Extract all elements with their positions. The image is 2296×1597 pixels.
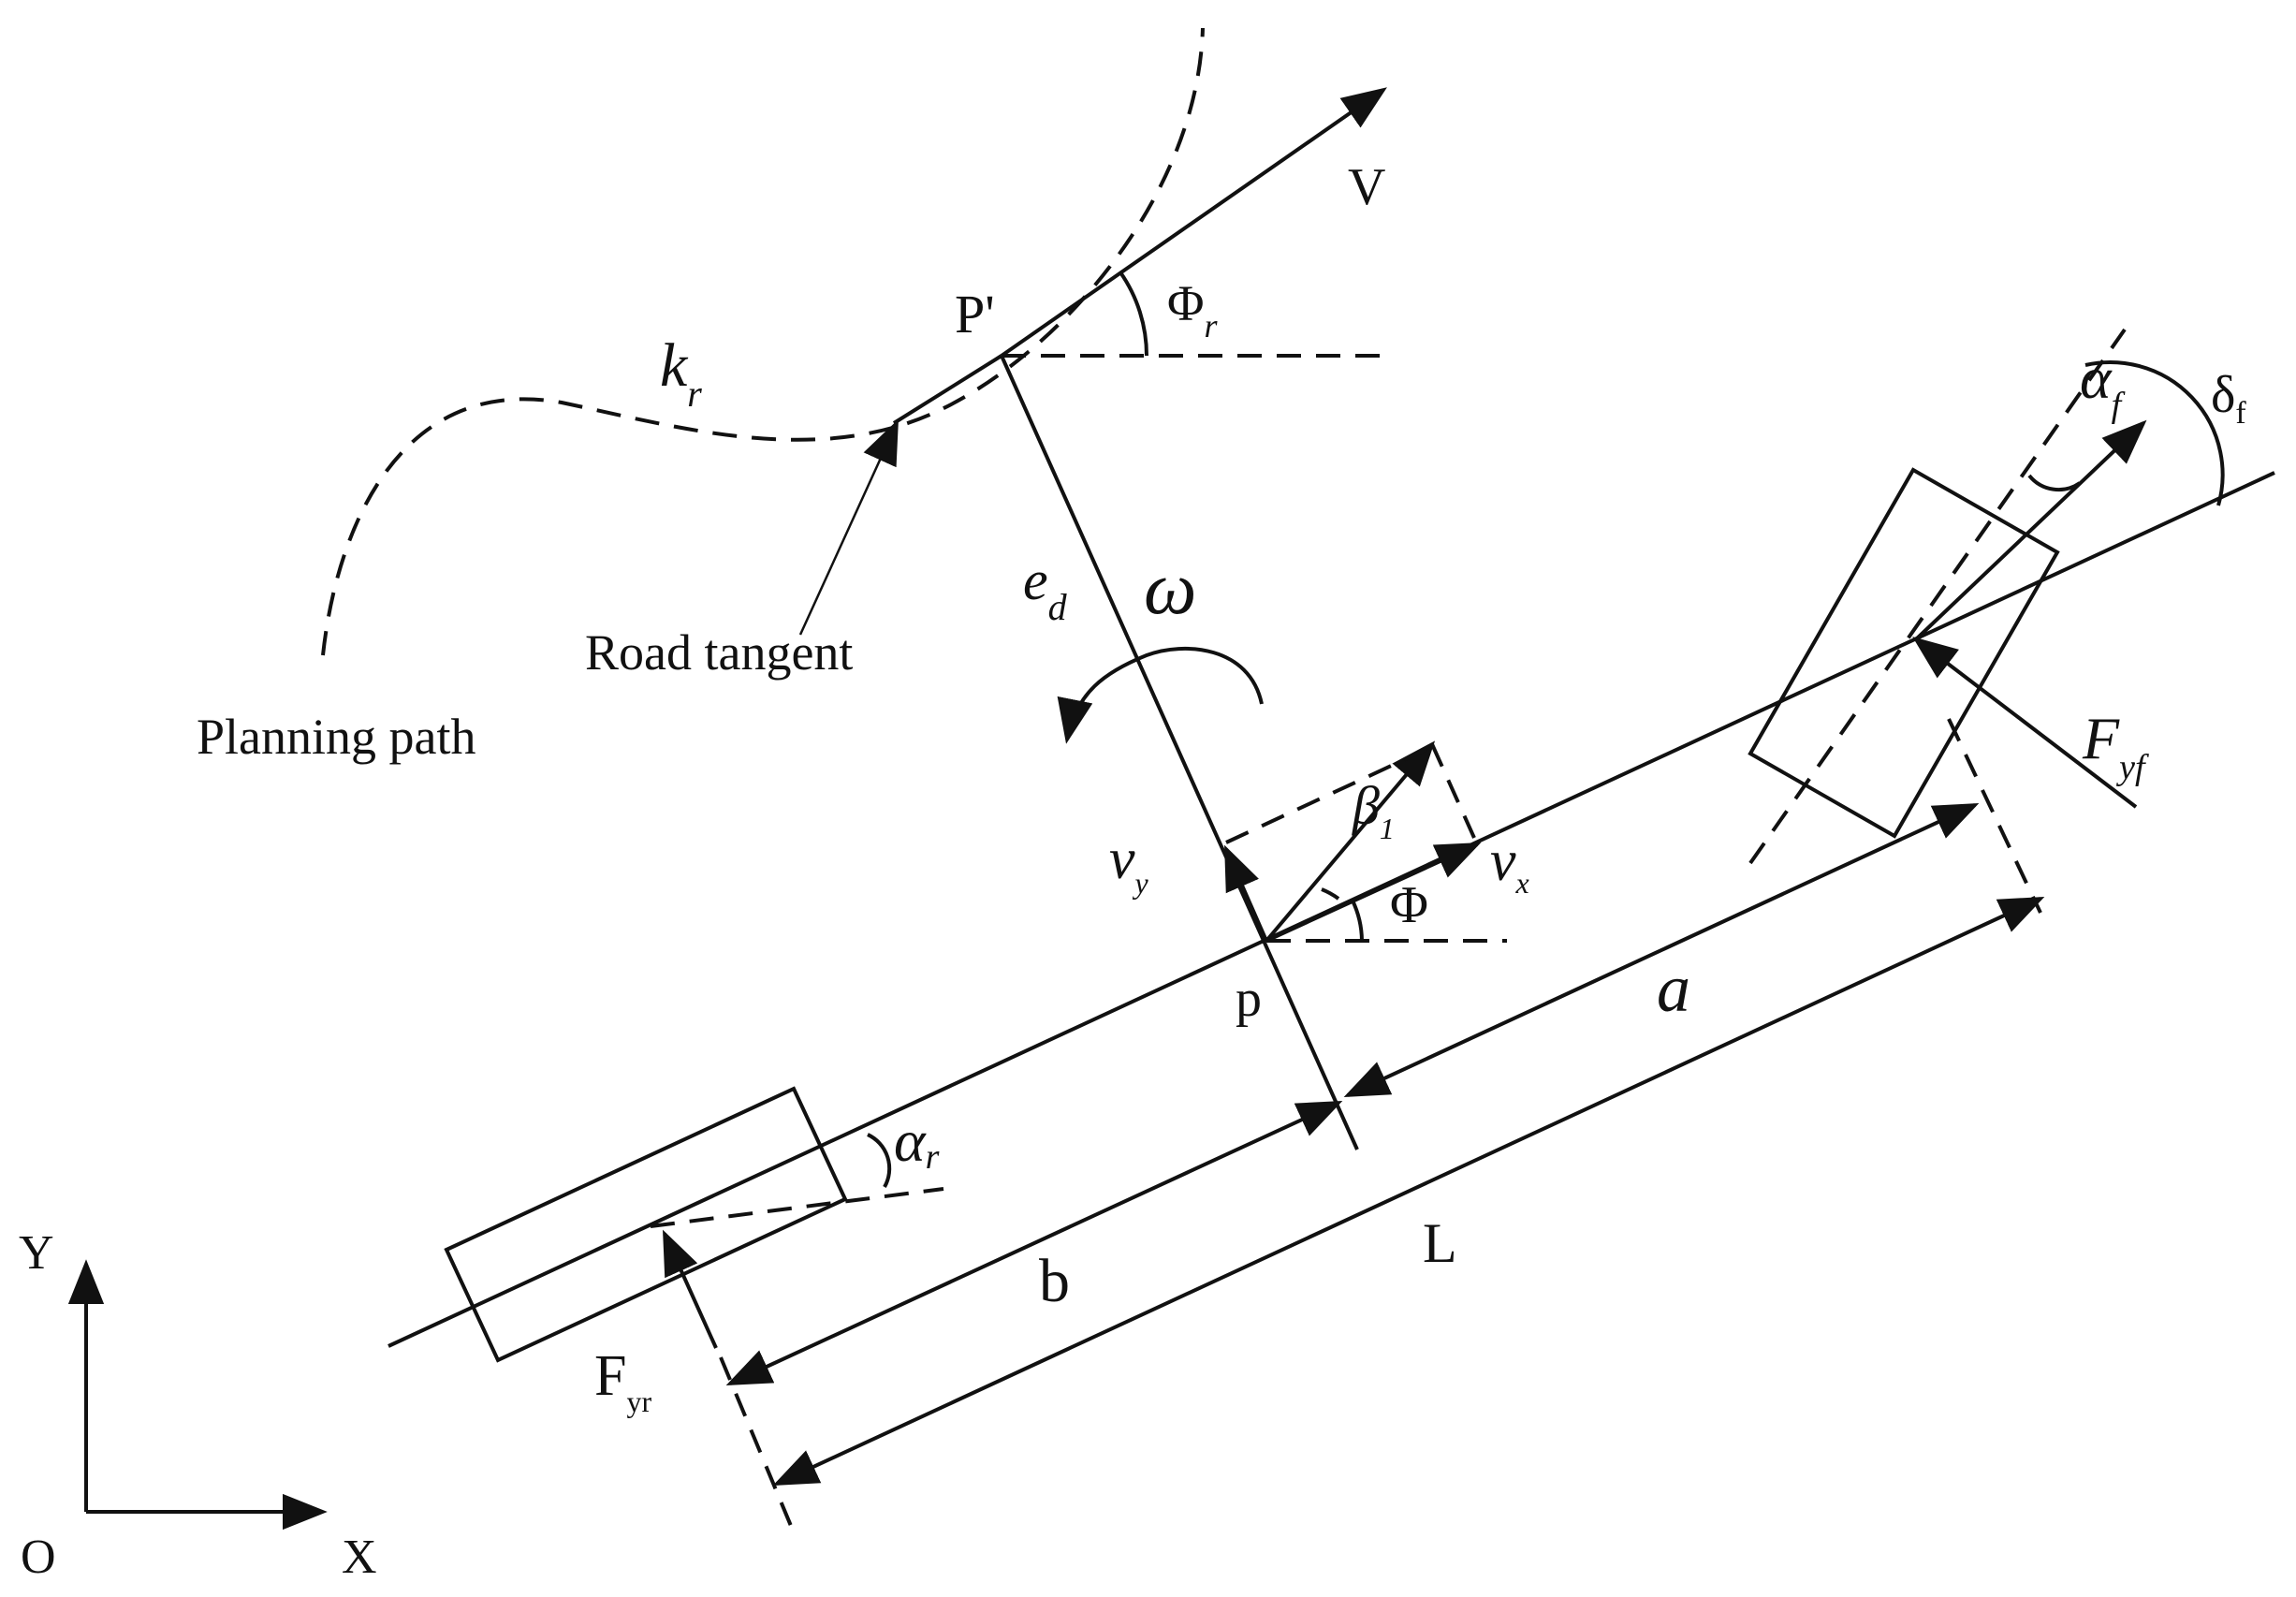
dim-front-extension (1947, 718, 2042, 914)
label-axis-x: X (342, 1531, 377, 1584)
dim-l-arrow (772, 896, 2045, 1487)
label-axis-y: Y (19, 1226, 54, 1280)
label-k-r: kr (660, 331, 702, 415)
label-f-yf: Fyf (2082, 705, 2149, 787)
front-wheel-steer-dashed (1748, 328, 2127, 865)
phi-angle-arc (1351, 900, 1364, 942)
label-a: a (1657, 951, 1690, 1026)
dim-rear-extension (719, 1356, 793, 1527)
label-phi-r: Φr (1167, 275, 1218, 344)
dim-a-arrow (1343, 802, 1980, 1098)
label-delta-f: δf (2211, 366, 2246, 431)
label-p-prime: P' (955, 284, 995, 344)
label-e-d: ed (1023, 549, 1068, 628)
velocity-v-arrow (1000, 87, 1387, 358)
label-omega: ω (1144, 548, 1196, 630)
label-f-yr: Fyr (594, 1344, 651, 1418)
delta-f-angle-arc (2084, 360, 2225, 506)
velocity-parallelogram-top (1225, 747, 1428, 844)
rear-lateral-force-arrow (663, 1229, 718, 1349)
rear-wheel (444, 1086, 848, 1363)
beta-angle-arc (1321, 887, 1340, 901)
vx-arrow (1265, 842, 1482, 943)
road-tangent-leader-arrow (798, 418, 899, 636)
alpha-f-angle-arc (2027, 474, 2082, 492)
planning-path-curve (321, 27, 1205, 656)
label-v-y: νy (1109, 828, 1149, 900)
label-alpha-r: αr (894, 1107, 940, 1177)
label-planning-path: Planning path (197, 709, 475, 765)
vy-arrow (1224, 844, 1268, 942)
front-wheel (1748, 467, 2060, 839)
label-alpha-f: αf (2080, 344, 2126, 425)
label-phi: Φ (1390, 876, 1428, 934)
label-p: p (1236, 970, 1262, 1028)
label-beta: β1 (1352, 775, 1395, 845)
front-lateral-force-arrow (1912, 637, 2138, 809)
lateral-error-line (1000, 355, 1359, 1150)
phi-r-angle-arc (1119, 271, 1149, 357)
velocity-parallelogram-right (1430, 743, 1476, 839)
label-l: L (1423, 1212, 1457, 1274)
road-tangent-line (892, 354, 1003, 425)
label-road-tangent: Road tangent (585, 624, 853, 681)
alpha-r-angle-arc (867, 1133, 892, 1188)
label-axis-o: O (21, 1531, 56, 1584)
label-b: b (1039, 1247, 1070, 1315)
label-v-x: νx (1490, 829, 1529, 900)
label-v: V (1348, 158, 1385, 216)
front-velocity-arrow (1914, 419, 2147, 641)
yaw-rate-omega-arrow (1057, 646, 1264, 744)
